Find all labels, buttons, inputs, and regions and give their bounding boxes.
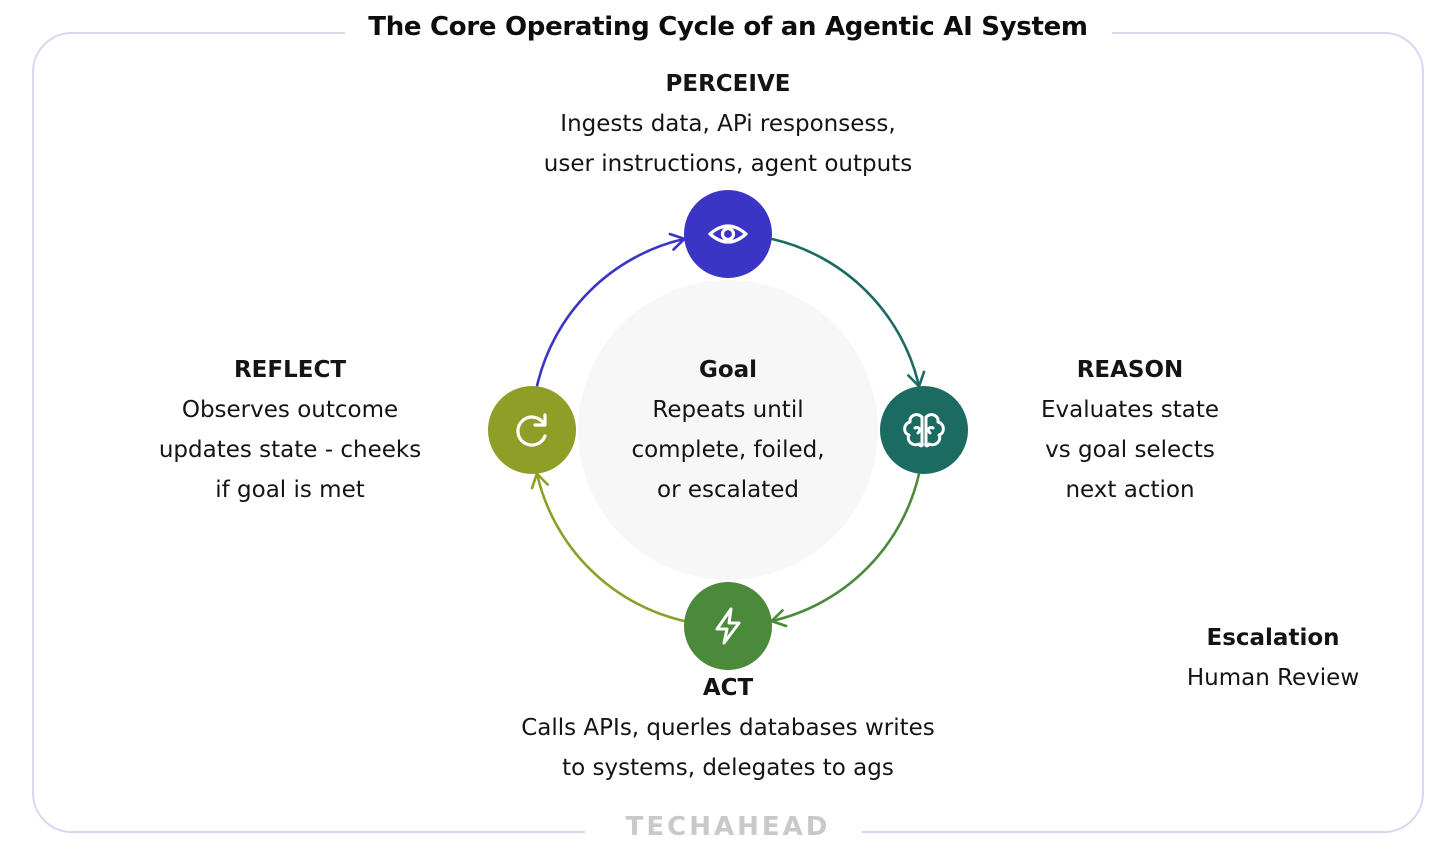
reason-desc-line-1: Evaluates state	[1040, 397, 1220, 423]
perceive-heading: PERCEIVE	[665, 71, 791, 97]
reason-text: REASON Evaluates state vs goal selects n…	[980, 350, 1280, 510]
perceive-desc-line-2: user instructions, agent outputs	[543, 151, 913, 177]
perceive-desc-line-1: Ingests data, APi responsess,	[560, 111, 896, 137]
arrow-line	[771, 237, 921, 387]
escalation-heading: Escalation	[1206, 625, 1340, 651]
goal-center-circle	[578, 280, 878, 580]
node-reason	[880, 386, 968, 474]
perceive-node-circle	[684, 190, 772, 278]
act-desc-line-2: to systems, delegates to ags	[562, 755, 894, 781]
brain-icon	[903, 413, 945, 448]
reason-desc-line-2: vs goal selects	[1045, 437, 1215, 463]
lightning-icon	[715, 607, 741, 645]
reason-heading: REASON	[1076, 357, 1184, 383]
eye-icon	[708, 224, 748, 244]
arrow-line	[535, 473, 685, 623]
arrow-line	[535, 237, 685, 387]
reflect-desc-line-1: Observes outcome	[181, 397, 399, 423]
perceive-text: PERCEIVE Ingests data, APi responsess, u…	[428, 64, 1028, 184]
diagram-title: The Core Operating Cycle of an Agentic A…	[368, 12, 1088, 42]
reflect-desc-line-2: updates state - cheeks	[158, 437, 422, 463]
node-perceive	[684, 190, 772, 278]
goal-heading: Goal	[698, 357, 758, 383]
reflect-heading: REFLECT	[233, 357, 347, 383]
escalation-desc-line-1: Human Review	[1186, 665, 1360, 691]
node-reflect	[488, 386, 576, 474]
reflect-text: REFLECT Observes outcome updates state -…	[120, 350, 460, 510]
techahead-logo: TECHAHEAD	[625, 812, 831, 842]
goal-desc-line-1: Repeats until	[652, 397, 804, 423]
node-act	[684, 582, 772, 670]
goal-desc-line-3: or escalated	[657, 477, 799, 503]
frame-border	[32, 32, 1424, 833]
arrow-line	[771, 473, 921, 623]
act-text: ACT Calls APIs, querles databases writes…	[428, 668, 1028, 788]
reason-node-circle	[880, 386, 968, 474]
reflect-desc-line-3: if goal is met	[215, 477, 365, 503]
reason-desc-line-3: next action	[1065, 477, 1195, 503]
reflect-node-circle	[488, 386, 576, 474]
escalation-text: Escalation Human Review	[1123, 618, 1423, 698]
goal-desc-line-2: complete, foiled,	[631, 437, 825, 463]
act-desc-line-1: Calls APIs, querles databases writes	[521, 715, 935, 741]
act-heading: ACT	[702, 675, 754, 701]
goal-text: Goal Repeats until complete, foiled, or …	[578, 350, 878, 510]
refresh-icon	[516, 413, 547, 447]
act-node-circle	[684, 582, 772, 670]
